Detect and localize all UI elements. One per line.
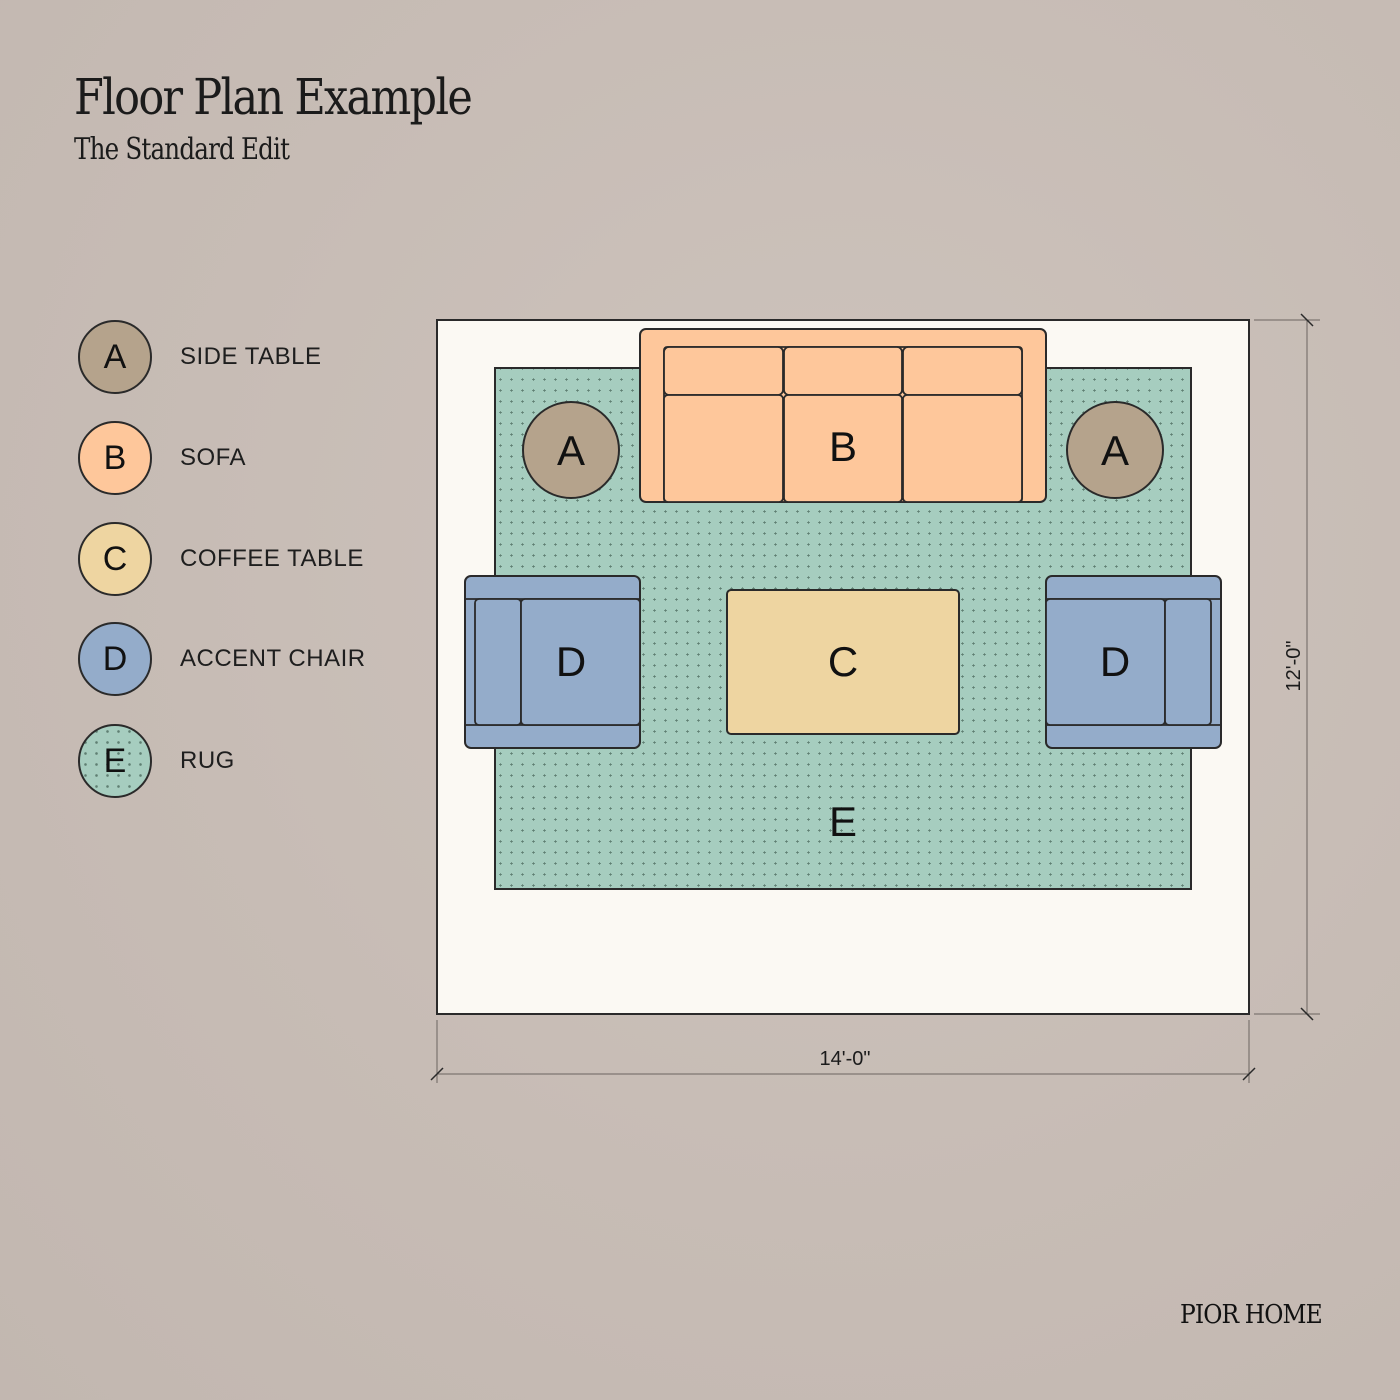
sofa-seat-cushion [783, 394, 903, 503]
height-label: 12'-0" [1283, 641, 1305, 692]
legend-item-coffee-table: C COFFEE TABLE [78, 520, 398, 598]
chair-left-back [474, 598, 522, 726]
legend-marker-e: E [78, 724, 152, 798]
height-tick [1300, 1007, 1314, 1021]
height-dimension [1254, 313, 1320, 1021]
accent-chair-right: D [1045, 575, 1222, 749]
legend-marker-d: D [78, 622, 152, 696]
chair-right-label: D [1100, 638, 1130, 685]
legend-item-side-table: A SIDE TABLE [78, 318, 398, 396]
side-table-right-label: A [1101, 427, 1129, 474]
legend-label-sofa: SOFA [180, 444, 247, 471]
legend-marker-b: B [78, 421, 152, 495]
sofa: B [639, 328, 1047, 503]
sofa-back-cushion [663, 346, 784, 396]
legend-label-rug: RUG [180, 747, 235, 774]
side-table-right [1066, 401, 1164, 499]
legend-marker-a: A [78, 320, 152, 394]
sofa-label: B [829, 423, 857, 470]
sofa-seat-cushion [663, 394, 784, 503]
coffee-table [726, 589, 960, 735]
side-table-left [522, 401, 620, 499]
legend-label-coffee-table: COFFEE TABLE [180, 545, 364, 572]
accent-chair-left: D [464, 575, 641, 749]
legend-item-rug: E RUG [78, 722, 398, 800]
legend-label-accent-chair: ACCENT CHAIR [180, 645, 366, 672]
width-dimension [430, 1020, 1256, 1083]
width-tick [430, 1067, 444, 1081]
page-subtitle: The Standard Edit [74, 132, 290, 167]
coffee-table-label: C [828, 638, 858, 685]
chair-left-label: D [556, 638, 586, 685]
sofa-back-cushion [783, 346, 903, 396]
legend-item-sofa: B SOFA [78, 419, 398, 497]
height-tick [1300, 313, 1314, 327]
legend-marker-c: C [78, 522, 152, 596]
chair-left-seat [520, 598, 641, 726]
width-tick [1242, 1067, 1256, 1081]
side-table-left-label: A [557, 427, 585, 474]
width-label: 14'-0" [820, 1048, 871, 1070]
legend-label-side-table: SIDE TABLE [180, 343, 322, 370]
rug-label: E [829, 798, 857, 845]
sofa-seat-cushion [902, 394, 1023, 503]
legend-item-accent-chair: D ACCENT CHAIR [78, 620, 398, 698]
page-title: Floor Plan Example [74, 68, 473, 126]
brand-logo: PIOR HOME [1180, 1300, 1323, 1330]
chair-right-back [1164, 598, 1212, 726]
sofa-back-cushion [902, 346, 1023, 396]
